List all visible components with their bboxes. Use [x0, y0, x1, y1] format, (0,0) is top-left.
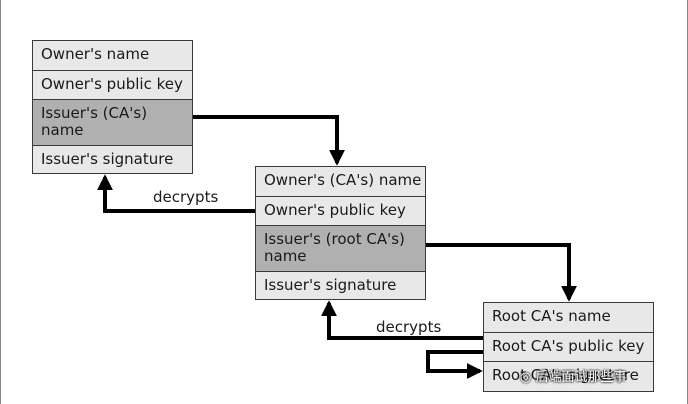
field-owner-name: Owner's name: [33, 41, 192, 70]
decrypts-label: decrypts: [376, 318, 442, 336]
decrypts-label: decrypts: [153, 188, 219, 206]
arrow-root-self-signed: [426, 350, 483, 379]
field-owner-public-key: Owner's public key: [33, 70, 192, 99]
field-issuer-name: Issuer's (root CA's) name: [256, 225, 425, 271]
wechat-icon: ◎: [520, 370, 532, 385]
field-issuer-signature: Issuer's signature: [256, 271, 425, 299]
watermark: ◎ 后端面试那些事: [520, 366, 627, 385]
certificate-root-ca: Root CA's name Root CA's public key Root…: [483, 302, 654, 392]
arrow-decrypts-intermediate-signature: [321, 300, 483, 340]
field-owner-public-key: Owner's public key: [256, 196, 425, 225]
arrow-issuer-to-root: [426, 243, 577, 302]
field-root-ca-signature: Root CA's signature: [484, 361, 653, 391]
watermark-text: 后端面试那些事: [535, 370, 627, 385]
certificate-intermediate-ca: Owner's (CA's) name Owner's public key I…: [255, 166, 426, 300]
field-root-ca-public-key: Root CA's public key: [484, 332, 653, 361]
arrow-decrypts-server-signature: [97, 174, 255, 213]
field-owner-name: Owner's (CA's) name: [256, 167, 425, 196]
arrow-issuer-to-intermediate: [193, 115, 345, 166]
frame-left-edge: [0, 0, 1, 404]
field-root-ca-name: Root CA's name: [484, 303, 653, 332]
field-issuer-signature: Issuer's signature: [33, 145, 192, 173]
field-issuer-name: Issuer's (CA's) name: [33, 99, 192, 145]
certificate-server: Owner's name Owner's public key Issuer's…: [32, 40, 193, 174]
